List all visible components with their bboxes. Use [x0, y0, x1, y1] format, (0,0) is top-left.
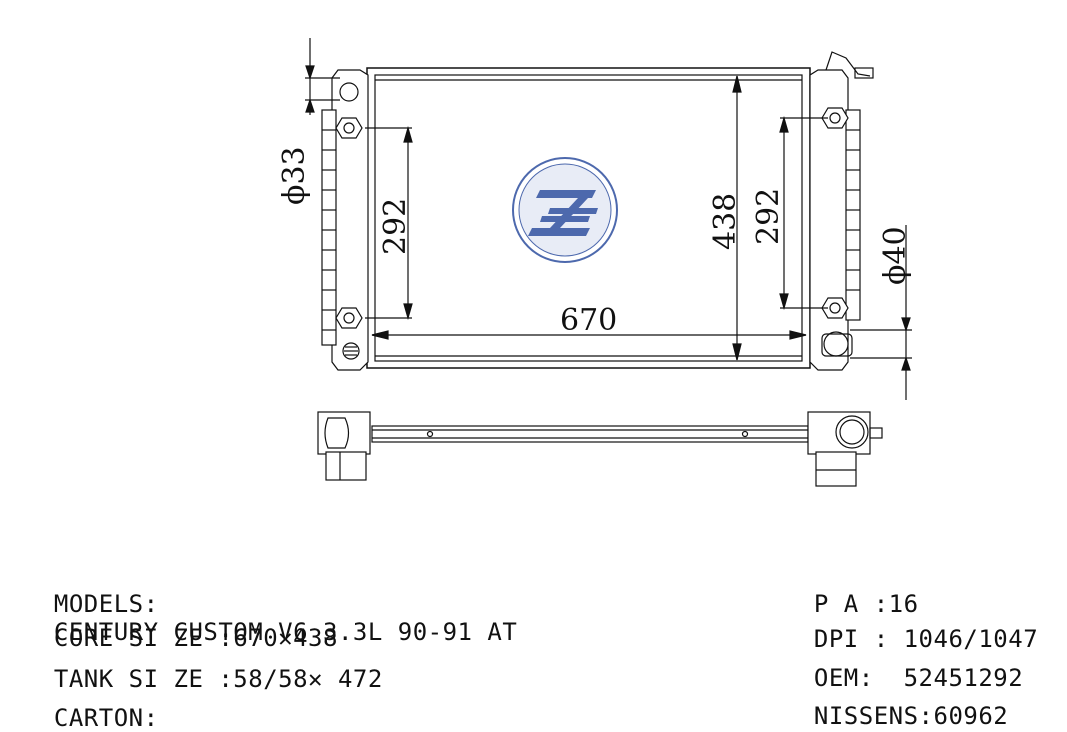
spec-oem: OEM: 52451292 — [784, 636, 1023, 692]
dimension-lines — [305, 38, 912, 400]
radiator-front-view — [321, 51, 874, 371]
dim-core-width: 670 — [560, 303, 617, 338]
dpi-value: 1046/1047 — [903, 625, 1039, 653]
core-size-label: CORE SI ZE : — [53, 624, 234, 652]
radiator-drawing: ϕ33 292 438 292 670 ϕ40 — [277, 38, 913, 487]
dim-pipe-right: ϕ40 — [878, 226, 913, 285]
dim-mount-left: 292 — [378, 198, 413, 255]
spec-pa: P A :16 — [784, 562, 919, 618]
nissens-value: 60962 — [933, 702, 1009, 730]
carton-label: CARTON: — [53, 704, 159, 732]
dim-mount-right: 292 — [751, 188, 786, 245]
radiator-side-view — [317, 411, 883, 487]
spec-tank-size: TANK SI ZE :58/58✕ 472 — [24, 637, 383, 693]
spec-models: MODELS: CENTURY CUSTOM V6 3.3L 90-91 AT — [24, 562, 517, 646]
spec-carton: CARTON: — [24, 676, 159, 732]
pa-label: P A : — [813, 590, 889, 618]
dpi-label: DPI : — [813, 625, 889, 653]
spec-nissens: NISSENS:60962 — [784, 674, 1008, 730]
tank-size-value: 58/58✕ 472 — [233, 665, 383, 693]
tank-size-label: TANK SI ZE : — [53, 665, 234, 693]
spec-dpi: DPI : 1046/1047 — [784, 597, 1038, 653]
oem-value: 52451292 — [903, 664, 1024, 692]
oem-label: OEM: — [813, 664, 874, 692]
dim-core-height: 438 — [708, 193, 743, 250]
pa-value: 16 — [888, 590, 919, 618]
models-value: CENTURY CUSTOM V6 3.3L 90-91 AT — [53, 618, 518, 646]
dim-pipe-left: ϕ33 — [277, 146, 312, 205]
core-size-value: 670✕438 — [233, 624, 338, 652]
company-logo-icon — [512, 157, 618, 263]
models-label: MODELS: — [53, 590, 159, 618]
spec-core-size: CORE SI ZE :670✕438 — [24, 596, 338, 652]
nissens-label: NISSENS: — [813, 702, 934, 730]
